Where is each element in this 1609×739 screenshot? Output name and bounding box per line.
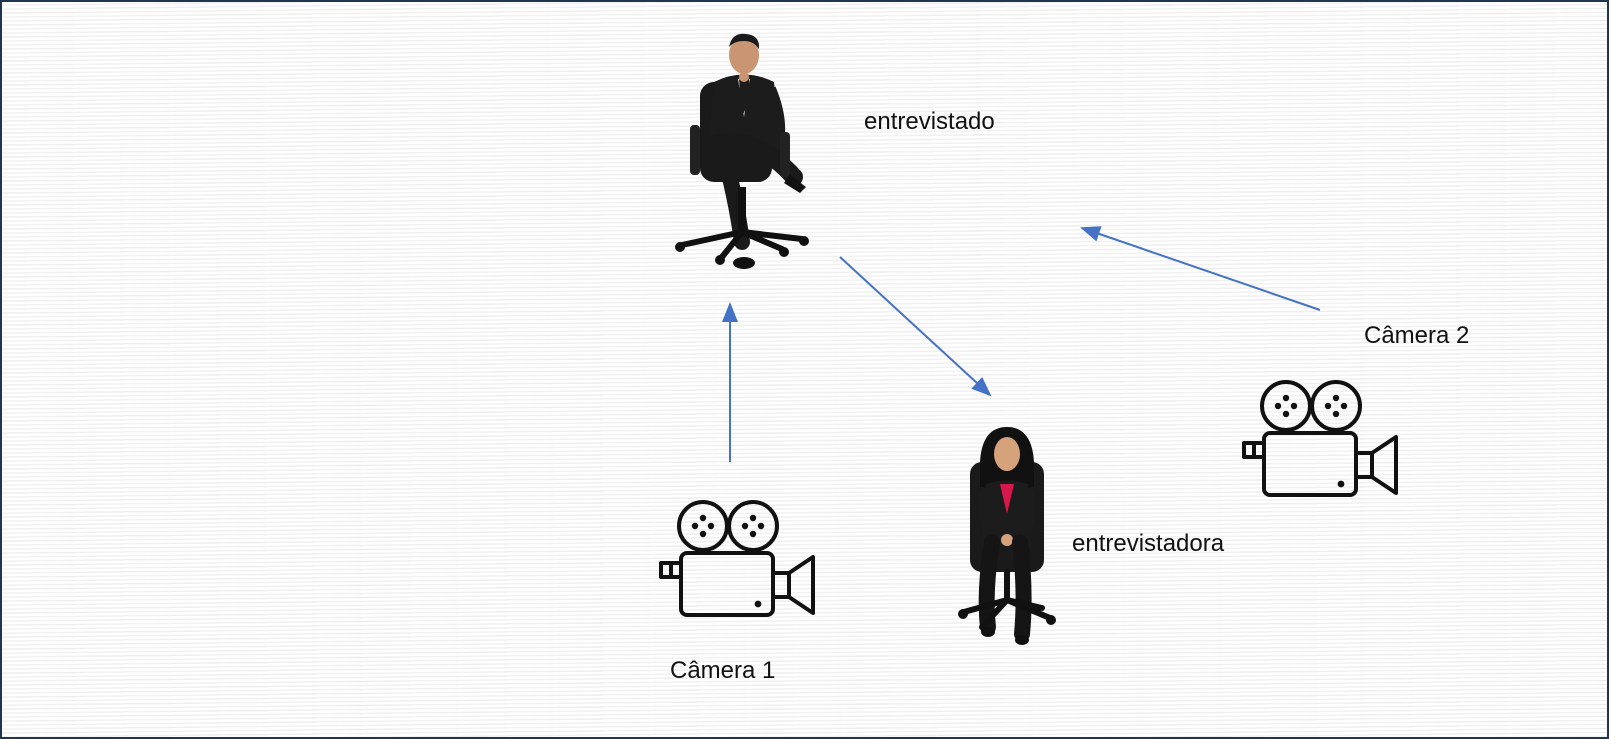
- interviewee-figure: [675, 33, 809, 269]
- interviewee-label: entrevistado: [864, 108, 995, 135]
- interviewer-figure: [958, 427, 1056, 645]
- camera-2-icon: [1242, 380, 1398, 497]
- arrow-camera2-to-interviewee: [1080, 226, 1321, 311]
- camera-2-label: Câmera 2: [1364, 322, 1470, 349]
- camera-1-icon: [659, 500, 815, 617]
- camera-1-label: Câmera 1: [670, 657, 776, 684]
- interviewer-label: entrevistadora: [1072, 530, 1225, 557]
- arrow-interviewee-to-interviewer: [839, 256, 992, 397]
